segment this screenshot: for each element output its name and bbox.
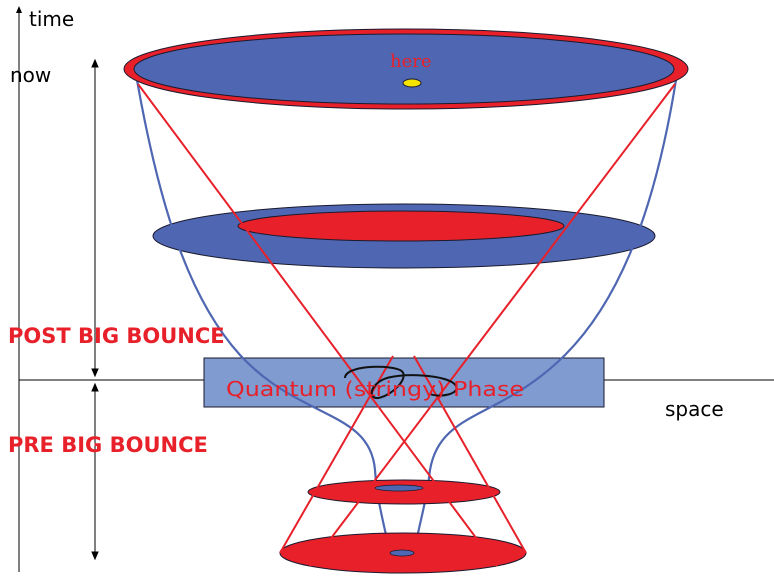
string-loop (344, 365, 458, 400)
here-dot (402, 78, 422, 88)
pre-big-bounce-label: PRE BIG BOUNCE (8, 433, 208, 457)
post-big-bounce-label: POST BIG BOUNCE (8, 324, 225, 348)
top-blue-disk (133, 33, 675, 105)
time-axis-label: time (29, 7, 74, 31)
post-bounce-range-arrow (91, 58, 99, 378)
quantum-phase-label: Quantum (stringy) Phase (226, 377, 524, 401)
pre-bounce-range-arrow (91, 382, 99, 561)
bottom-blue-ring (389, 549, 415, 557)
space-axis-label: space (665, 397, 724, 421)
middle-red-disk (237, 210, 565, 242)
now-label: now (10, 63, 51, 87)
here-label: here (390, 51, 432, 72)
time-axis-arrowhead (16, 6, 22, 13)
light-cone-lines (137, 83, 676, 567)
lower-blue-ring (374, 484, 424, 492)
lower-red-disk (307, 479, 501, 505)
